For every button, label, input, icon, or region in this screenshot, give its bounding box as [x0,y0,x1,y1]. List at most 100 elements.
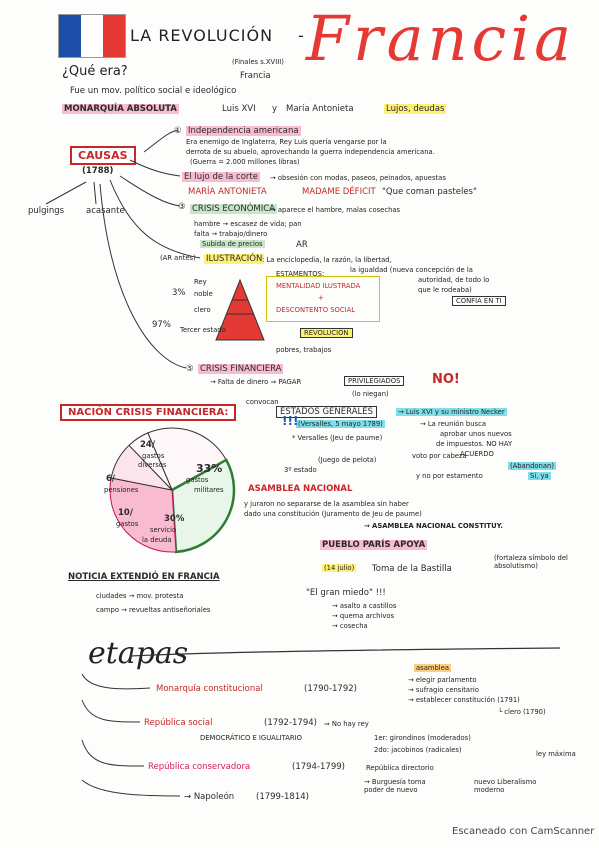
c4-estamentos: ESTAMENTOS: [276,270,325,278]
connector-e3 [81,739,145,767]
crisis-versalles-text: * Versalles (Jeu de paume) [292,434,383,442]
crisis-reunion-2: aprobar unos nuevos [440,430,512,438]
noticia-campo: campo → revueltas antiseñoriales [96,606,211,614]
etapa-1-item-1: → elegir parlamento [408,676,477,684]
pie-slice-5 [128,432,173,491]
c1-number: ① [174,126,182,136]
connector-e4 [81,779,181,797]
etapa-3-dates: (1794-1799) [292,762,345,772]
intro-definition: Fue un mov. político social e ideológico [70,86,237,96]
c2-title: El lujo de la corte [182,172,260,182]
crisis-luis: → Luis XVI y su ministro Necker [396,408,507,416]
c4-confia: CONFÍA EN TI [452,296,506,306]
pyramid-shape [215,278,265,341]
crisis-estados: ESTADOS GENERALES [276,406,378,418]
c4-text-3: autoridad, de todo lo [418,276,490,284]
etapa-3-burg: → Burguesía toma poder de nuevo [364,778,426,794]
bastilla-note: (fortaleza símbolo del absolutismo) [494,554,568,570]
crisis-voto-cabeza: voto por cabeza [412,452,467,460]
c3-text: → aparece el hambre, malas cosechas [270,206,401,214]
etapa-2-name: República social [144,718,213,728]
causas-left-note-1: pulgings [28,206,65,216]
connector-c1 [143,129,179,153]
pyramid-box [266,276,380,322]
etapa-2-line-1: 1er: girondinos (moderados) [374,734,471,742]
bastilla-date: (14 julio) [322,564,357,572]
pyramid-label-tercer: Tercer estado [180,326,226,334]
pyramid-pct-top: 3% [172,288,186,298]
pie-label-24-b: diversos [138,461,167,469]
pie-label-10: 10/ [118,508,133,518]
etapa-3-name: República conservadora [148,762,251,772]
etapa-1-dates: (1790-1792) [304,684,357,694]
crisis-juego-pelota: (Juego de pelota) [318,456,377,464]
bastilla-text: Toma de la Bastilla [372,564,452,574]
etapa-2-line-2: 2do: jacobinos (radicales) [374,746,462,754]
c4-text: : La enciclopedia, la razón, la libertad… [262,256,392,264]
pie-label-33-a: gastos [186,476,209,484]
intro-country: Francia [240,71,271,81]
connector-c4 [109,179,201,259]
etapa-4-dates: (1799-1814) [256,792,309,802]
pie-label-10-a: gastos [116,520,139,528]
pyramid-label-rey: Rey [194,278,207,286]
c3-line-1: hambre → escasez de vida; pan [194,220,302,228]
pie-slice-2 [170,458,236,554]
noticia-label: NOTICIA EXTENDIÓ EN FRANCIA [68,572,220,582]
c3-sub: Subida de precios [200,240,265,248]
c2-nick: MADAME DÉFICIT [302,187,376,197]
crisis-voto-est: y no por estamento [416,472,483,480]
etapa-1-clero: └ clero (1790) [498,708,546,716]
crisis-juramento-1: y juraron no separarse de la asamblea si… [244,500,409,508]
noticia-item-2: → quema archivos [332,612,395,620]
pyramid-box-line-1: MENTALIDAD ILUSTRADA [276,282,361,290]
intro-queen: María Antonieta [286,104,354,114]
crisis-asamblea-const: → ASAMBLEA NACIONAL CONSTITUY. [364,522,503,530]
intro-monarchy: MONARQUÍA ABSOLUTA [62,104,179,114]
etapas-underline [129,647,561,657]
c4-prefix: (AR antes) [160,254,196,262]
pie-label-33: 33% [196,462,223,475]
c2-quote: "Que coman pasteles" [382,187,477,197]
pyramid-label-noble: noble [194,290,213,298]
crisis-exclaim: !!! [282,414,299,428]
etapa-1-name: Monarquía constitucional [156,684,263,694]
c4-text-2: la igualdad (nueva concepción de la [350,266,473,274]
etapa-2-ley: ley máxima [536,750,576,758]
intro-and: y [272,104,278,114]
connector-c5 [99,183,187,369]
causas-label: CAUSAS [70,146,136,165]
etapa-2-dates: (1792-1794) [264,718,317,728]
intro-king: Luis XVI [222,104,256,114]
c2-text: → obsesión con modas, paseos, peinados, … [270,174,446,182]
c1-line-2: derrota de su abuelo, aprovechando la gu… [186,148,435,156]
crisis-reunion: → La reunión busca [420,420,486,428]
noticia-item-3: → cosecha [332,622,368,630]
pie-label-30: 30% [164,514,185,524]
etapa-4-name: → Napoleón [184,792,235,802]
c5-text: → Falta de dinero ⇒ PAGAR [210,378,302,386]
title-left: LA REVOLUCIÓN [130,26,274,45]
intro-question: ¿Qué era? [62,64,128,79]
revolucion-box: REVOLUCIÓN [300,328,353,338]
c4-title: ILUSTRACIÓN [204,254,265,264]
etapa-1-item-2: → sufragio censitario [408,686,479,694]
c4-text-4: que le rodeaba) [418,286,472,294]
etapa-1-label: asamblea [414,664,452,672]
causas-year: (1788) [82,166,114,176]
pie-label-24: 24/ [140,440,155,450]
connector-left-2 [93,181,97,205]
c5-sub: (lo niegan) [352,390,389,398]
crisis-convocan: convocan [246,398,279,406]
c5-no: NO! [432,372,460,387]
c3-number: ③ [178,202,186,212]
c3-line-2: falta → trabajo/dinero [194,230,268,238]
intro-result: Lujos, deudas [384,104,447,114]
noticia-gran-miedo: "El gran miedo" !!! [306,588,386,598]
footer-watermark: Escaneado con CamScanner [452,826,595,837]
c5-title: CRISIS FINANCIERA [198,364,284,374]
crisis-tercer: 3º estado [284,466,317,474]
pie-label-33-b: militares [194,486,224,494]
